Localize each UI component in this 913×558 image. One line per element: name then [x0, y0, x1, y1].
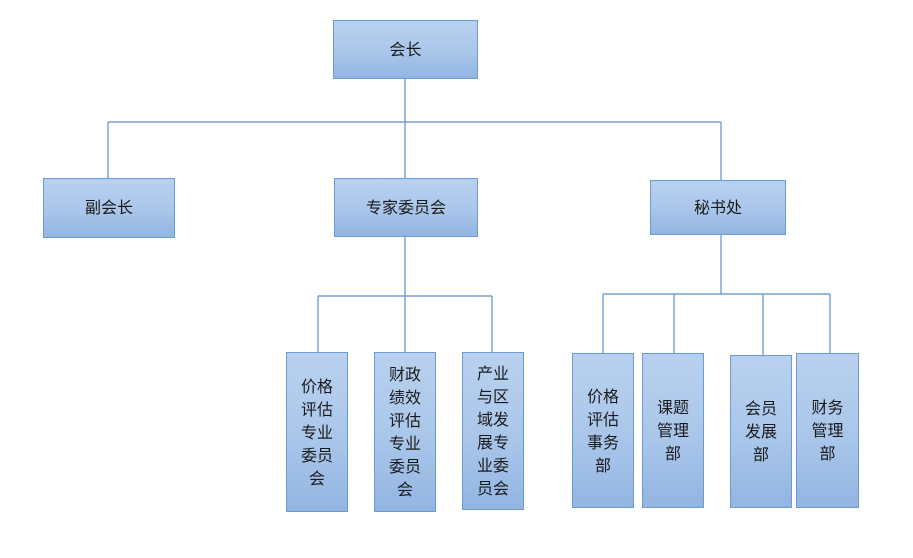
node-industry-regional-committee: 产业 与区 域发 展专 业委 员会 [462, 352, 524, 510]
node-price-affairs-dept: 价格 评估 事务 部 [572, 353, 634, 508]
node-fiscal-performance-committee-label: 财政 绩效 评估 专业 委员 会 [388, 365, 421, 499]
node-member-development-dept: 会员 发展 部 [730, 355, 792, 508]
node-industry-regional-committee-label: 产业 与区 域发 展专 业委 员会 [476, 364, 509, 498]
node-vice-president: 副会长 [43, 178, 175, 238]
node-finance-management-dept-label: 财务 管理 部 [811, 398, 844, 463]
node-member-development-dept-label: 会员 发展 部 [744, 399, 777, 464]
node-president: 会长 [333, 20, 478, 79]
node-president-label: 会长 [389, 39, 422, 59]
node-project-management-dept: 课题 管理 部 [642, 353, 704, 508]
node-expert-committee-label: 专家委员会 [365, 197, 446, 217]
node-secretariat: 秘书处 [650, 180, 786, 235]
node-price-assessment-committee-label: 价格 评估 专业 委员 会 [300, 376, 333, 488]
node-price-affairs-dept-label: 价格 评估 事务 部 [586, 386, 619, 475]
node-expert-committee: 专家委员会 [334, 178, 478, 237]
node-vice-president-label: 副会长 [84, 198, 133, 217]
node-fiscal-performance-committee: 财政 绩效 评估 专业 委员 会 [374, 352, 436, 512]
node-finance-management-dept: 财务 管理 部 [796, 353, 859, 508]
node-price-assessment-committee: 价格 评估 专业 委员 会 [286, 352, 348, 512]
node-secretariat-label: 秘书处 [693, 197, 742, 217]
node-project-management-dept-label: 课题 管理 部 [656, 398, 689, 463]
